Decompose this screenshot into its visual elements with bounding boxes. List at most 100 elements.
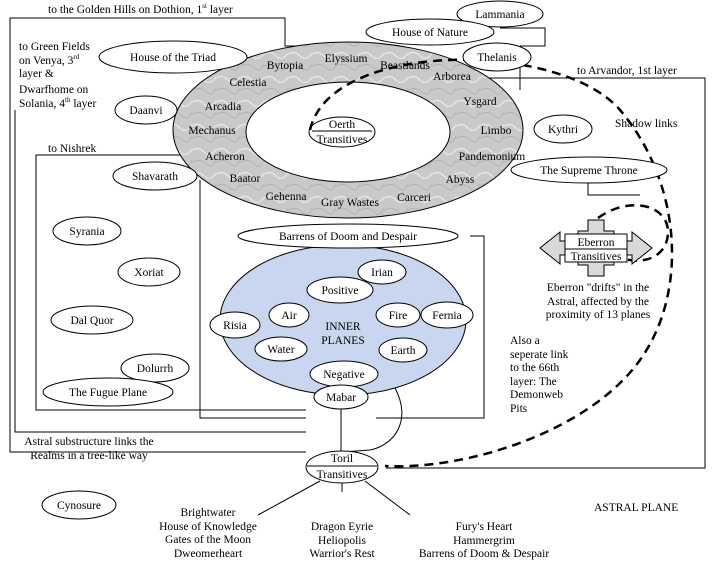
node-earth — [378, 337, 428, 363]
label-risia: Risia — [223, 320, 247, 332]
inner-planes-title-2: PLANES — [321, 335, 364, 347]
realm-cynosure — [41, 490, 117, 520]
inner-planes-title-1: INNER — [325, 321, 360, 333]
label-supreme-throne: The Supreme Throne — [540, 165, 638, 177]
oerth-transitives-node — [308, 116, 376, 148]
plane-acheron: Acheron — [205, 151, 245, 163]
plane-abyss: Abyss — [446, 174, 475, 186]
label-lammania: Lammania — [475, 9, 524, 21]
link-lines — [9, 17, 706, 469]
label-syrania: Syrania — [69, 226, 104, 238]
plane-gehenna: Gehenna — [266, 191, 307, 203]
label-negative: Negative — [323, 369, 365, 381]
realm-lammania — [456, 0, 544, 28]
realm-house-of-nature — [365, 18, 495, 46]
note-golden-hills: to the Golden Hills on Dothion, 1st laye… — [48, 2, 233, 16]
plane-bytopia: Bytopia — [267, 60, 303, 72]
toril-transitives-label: Transitives — [317, 469, 368, 481]
note-nishrek: to Nishrek — [48, 143, 97, 155]
label-fugue-plane: The Fugue Plane — [69, 387, 147, 399]
note-shadow-links: Shadow links — [615, 118, 678, 130]
nishrek-link — [35, 154, 306, 411]
realm-xoriat — [117, 257, 181, 287]
node-fernia — [420, 301, 474, 329]
oerth-label: Oerth — [329, 119, 355, 131]
label-irian: Irian — [371, 267, 393, 279]
node-risia — [209, 311, 261, 339]
plane-mechanus: Mechanus — [188, 125, 236, 137]
label-shavarath: Shavarath — [132, 171, 178, 183]
plane-celestia: Celestia — [229, 77, 266, 89]
label-house-of-triad: House of the Triad — [130, 52, 216, 64]
node-irian — [357, 259, 407, 285]
supreme-link — [587, 181, 640, 196]
toril-fan-lines — [257, 480, 411, 516]
inner-plane-nodes: Positive Irian Air Fire Fernia Risia Wat… — [209, 259, 474, 410]
realm-barrens — [237, 223, 459, 249]
realm-kythri — [533, 114, 593, 144]
label-fernia: Fernia — [432, 310, 461, 322]
eberron-transitives-arrow — [539, 219, 653, 277]
eberron-label: Eberron — [577, 237, 614, 249]
label-fire: Fire — [389, 310, 408, 322]
node-fire — [375, 302, 421, 328]
realm-shavarath — [112, 161, 198, 191]
plane-arborea: Arborea — [433, 71, 471, 83]
realm-daanvi — [114, 95, 178, 125]
label-house-of-nature: House of Nature — [392, 27, 468, 39]
lammania-link — [500, 27, 546, 47]
eberron-transitives-label: Transitives — [571, 251, 622, 263]
label-dolurrh: Dolurrh — [137, 363, 174, 375]
barrens-box — [199, 180, 306, 419]
node-positive — [306, 276, 374, 304]
venya-link — [14, 110, 306, 433]
label-dal-quor: Dal Quor — [70, 315, 113, 327]
plane-baator: Baator — [230, 173, 261, 185]
shadow-link-curve — [308, 58, 674, 468]
plane-arcadia: Arcadia — [205, 101, 241, 113]
note-arvandor: to Arvandor, 1st layer — [577, 65, 677, 77]
label-xoriat: Xoriat — [134, 267, 164, 279]
eberron-dashed-loop — [597, 203, 670, 262]
label-daanvi: Daanvi — [129, 105, 162, 117]
barrens-right — [376, 235, 485, 419]
arvandor-link — [386, 77, 706, 469]
oerth-transitives-label: Transitives — [317, 134, 368, 146]
label-thelanis: Thelanis — [477, 52, 517, 64]
realm-dal-quor — [50, 305, 134, 335]
astral-plane-diagram: Bytopia Elyssium Beastlands Arborea Ysga… — [9, 0, 706, 520]
label-kythri: Kythri — [548, 124, 578, 136]
label-cynosure: Cynosure — [57, 500, 101, 512]
plane-gray-wastes: Gray Wastes — [321, 197, 379, 209]
realm-syrania — [52, 216, 122, 246]
label-mabar: Mabar — [326, 392, 356, 404]
realm-thelanis — [462, 42, 532, 72]
label-water: Water — [267, 344, 294, 356]
label-positive: Positive — [321, 285, 358, 297]
outer-plane-labels: Bytopia Elyssium Beastlands Arborea Ysga… — [188, 53, 525, 209]
realm-nodes: House of the Triad Lammania House of Nat… — [41, 0, 668, 520]
plane-pandemonium: Pandemonium — [459, 151, 525, 163]
realm-supreme-throne — [510, 156, 668, 184]
plane-carceri: Carceri — [397, 192, 431, 204]
label-earth: Earth — [391, 345, 416, 357]
plane-limbo: Limbo — [481, 125, 512, 137]
plane-elyssium: Elyssium — [325, 53, 368, 65]
label-air: Air — [281, 310, 297, 322]
plane-ysgard: Ysgard — [463, 96, 496, 108]
realm-house-of-triad — [98, 40, 248, 74]
node-air — [268, 302, 310, 328]
toril-label: Toril — [331, 453, 353, 465]
node-water — [254, 336, 308, 362]
toril-inner-link — [342, 387, 403, 453]
astral-plane-title: ASTRAL PLANE — [594, 502, 679, 514]
realm-fugue-plane — [42, 377, 174, 407]
